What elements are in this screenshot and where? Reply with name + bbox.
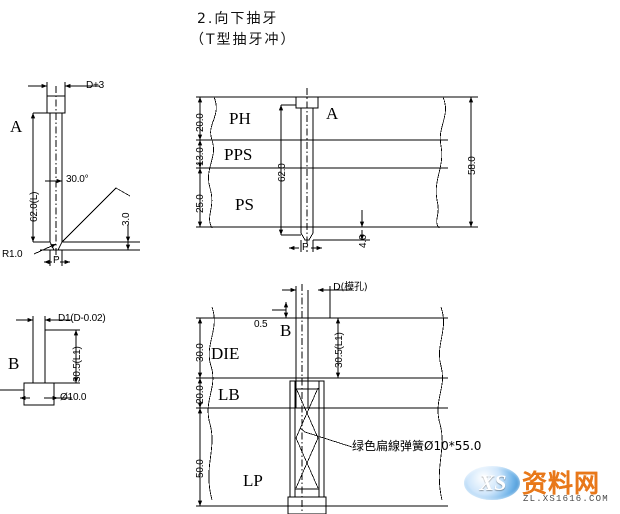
plate-label-lb: LB	[218, 385, 240, 404]
dim-clearance: 0.5	[254, 319, 268, 330]
dim-pitch-a: P	[53, 255, 60, 266]
watermark-xs-text: XS	[479, 470, 507, 495]
view-b-callout: B	[8, 354, 20, 373]
dim-die-thickness: 30.0	[195, 343, 206, 362]
dim-lb-thickness: 20.0	[195, 385, 206, 404]
dim-shank-diameter: D1(D-0.02)	[58, 313, 106, 324]
plate-label-pps: PPS	[224, 145, 253, 164]
watermark-url-text: ZL.XS1616.COM	[523, 494, 609, 504]
watermark-badge-icon	[464, 466, 520, 500]
drawing-title-line-2: （T型抽牙冲）	[190, 32, 297, 48]
dim-head-width: D+3	[86, 80, 105, 91]
dim-assembly-punch-length: 62.0	[277, 163, 288, 182]
dim-pps-thickness: 13.0	[195, 147, 206, 166]
plate-label-ph: PH	[229, 109, 251, 128]
dim-tip-radius: R1.0	[2, 249, 23, 260]
view-a-callout: A	[10, 117, 23, 136]
dim-die-hole: D(模孔)	[333, 282, 368, 293]
drawing-title-line-1: 2.向下抽牙	[197, 11, 279, 27]
plate-label-die: DIE	[211, 344, 240, 363]
plate-label-ps: PS	[235, 195, 254, 214]
spring-annotation: 绿色扁線弹簧Ø10*55.0	[352, 439, 482, 453]
assembly-upper-punch-callout: A	[326, 104, 339, 123]
watermark: XS 资料网 ZL.XS1616.COM	[464, 460, 616, 512]
dim-head-diameter: Ø10.0	[60, 392, 87, 403]
dim-pitch-assembly: P	[302, 242, 309, 253]
dim-lower-length-l1: 30.5(L1)	[334, 332, 345, 368]
dim-ph-thickness: 20.0	[195, 113, 206, 132]
dim-lp-thickness: 50.0	[195, 459, 206, 478]
assembly-lower-punch-callout: B	[280, 321, 292, 340]
dim-tip-height: 3.0	[121, 212, 132, 226]
dim-b-length-l1: 30.5(L1)	[72, 346, 83, 382]
dim-tip-angle: 30.0°	[66, 174, 89, 185]
watermark-brand-text: 资料网	[522, 464, 600, 500]
dim-ps-thickness: 25.0	[195, 194, 206, 213]
dim-stroke: 4.0	[358, 234, 369, 248]
dim-punch-total-length: 62.0(L)	[29, 191, 40, 222]
dim-stack-total: 58.0	[467, 156, 478, 175]
plate-label-lp: LP	[243, 471, 263, 490]
